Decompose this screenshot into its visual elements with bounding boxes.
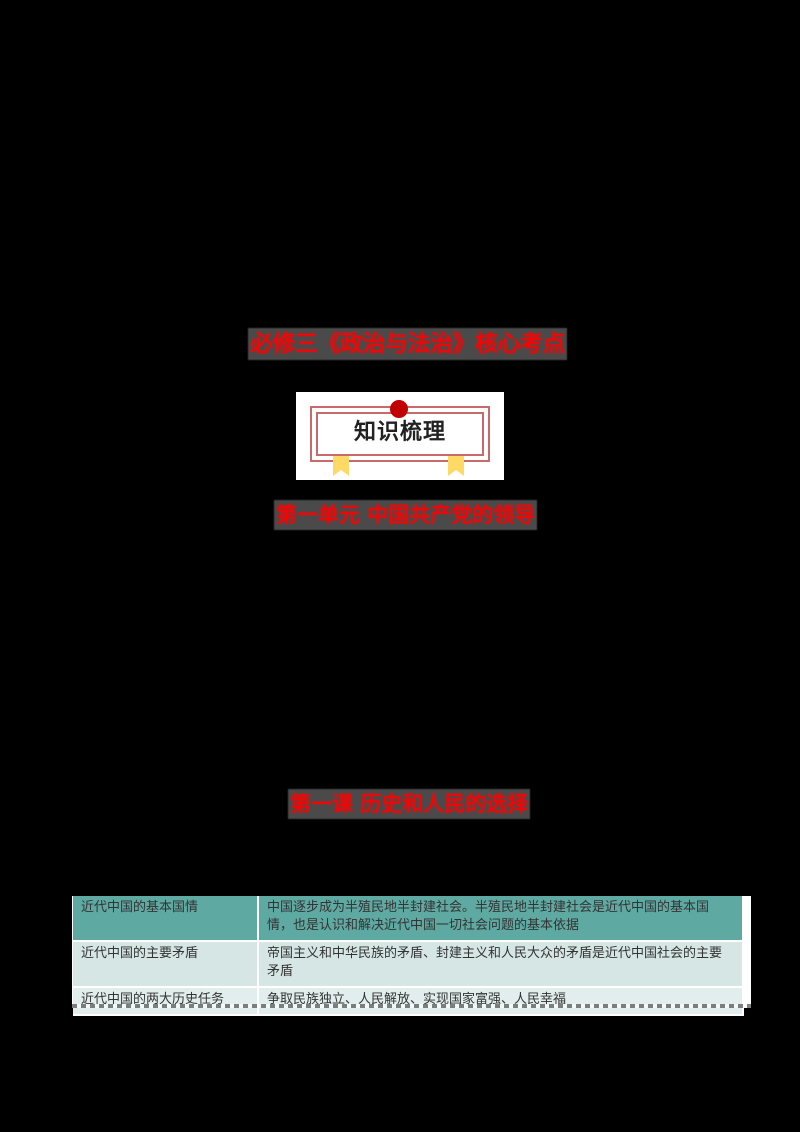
unit-title-text: 第一单元 中国共产党的领导 <box>274 500 538 530</box>
main-title-text: 必修三《政治与法治》核心考点 <box>248 328 567 360</box>
banner-label: 知识梳理 <box>353 420 446 445</box>
lesson-title-text: 第一课 历史和人民的选择 <box>288 789 531 819</box>
lesson-title: 第一课 历史和人民的选择 <box>288 789 531 819</box>
banner-inner-frame <box>316 412 484 456</box>
knowledge-table-grid: 近代中国的基本国情 中国逐步成为半殖民地半封建社会。半殖民地半封建社会是近代中国… <box>73 896 744 1016</box>
table-cell-content: 帝国主义和中华民族的矛盾、封建主义和人民大众的矛盾是近代中国社会的主要矛盾 <box>259 942 744 988</box>
table-cell-content: 中国逐步成为半殖民地半封建社会。半殖民地半封建社会是近代中国的基本国情，也是认识… <box>259 896 744 942</box>
knowledge-summary-banner: 知识梳理 <box>296 392 504 480</box>
red-dot-icon <box>390 400 408 418</box>
unit-title: 第一单元 中国共产党的领导 <box>274 500 538 530</box>
table-row: 近代中国的基本国情 中国逐步成为半殖民地半封建社会。半殖民地半封建社会是近代中国… <box>73 896 744 942</box>
knowledge-table: 近代中国的基本国情 中国逐步成为半殖民地半封建社会。半殖民地半封建社会是近代中国… <box>72 896 751 1016</box>
truncated-text-line <box>72 1004 751 1008</box>
main-title: 必修三《政治与法治》核心考点 <box>248 328 567 360</box>
ribbon-left-icon <box>333 456 349 476</box>
table-cell-term: 近代中国的两大历史任务 <box>73 988 259 1016</box>
table-cell-term: 近代中国的主要矛盾 <box>73 942 259 988</box>
table-cell-content: 争取民族独立、人民解放、实现国家富强、人民幸福 <box>259 988 744 1016</box>
table-row: 近代中国的主要矛盾 帝国主义和中华民族的矛盾、封建主义和人民大众的矛盾是近代中国… <box>73 942 744 988</box>
ribbon-right-icon <box>448 456 464 476</box>
table-cell-term: 近代中国的基本国情 <box>73 896 259 942</box>
table-row: 近代中国的两大历史任务 争取民族独立、人民解放、实现国家富强、人民幸福 <box>73 988 744 1016</box>
